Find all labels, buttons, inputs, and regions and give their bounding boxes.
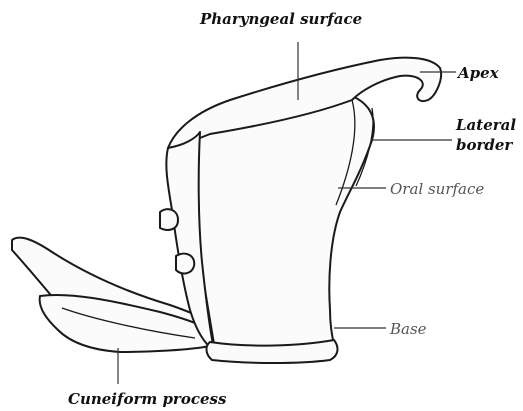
label-base: Base — [389, 320, 427, 338]
label-oral-surface: Oral surface — [390, 180, 484, 198]
label-lateral-border-line1: Lateral — [455, 116, 516, 134]
cartilage-body — [160, 58, 441, 363]
label-lateral-border-line2: border — [456, 136, 513, 154]
label-pharyngeal-surface: Pharyngeal surface — [199, 10, 362, 28]
label-apex: Apex — [456, 64, 500, 82]
label-cuneiform-process: Cuneiform process — [68, 390, 227, 408]
